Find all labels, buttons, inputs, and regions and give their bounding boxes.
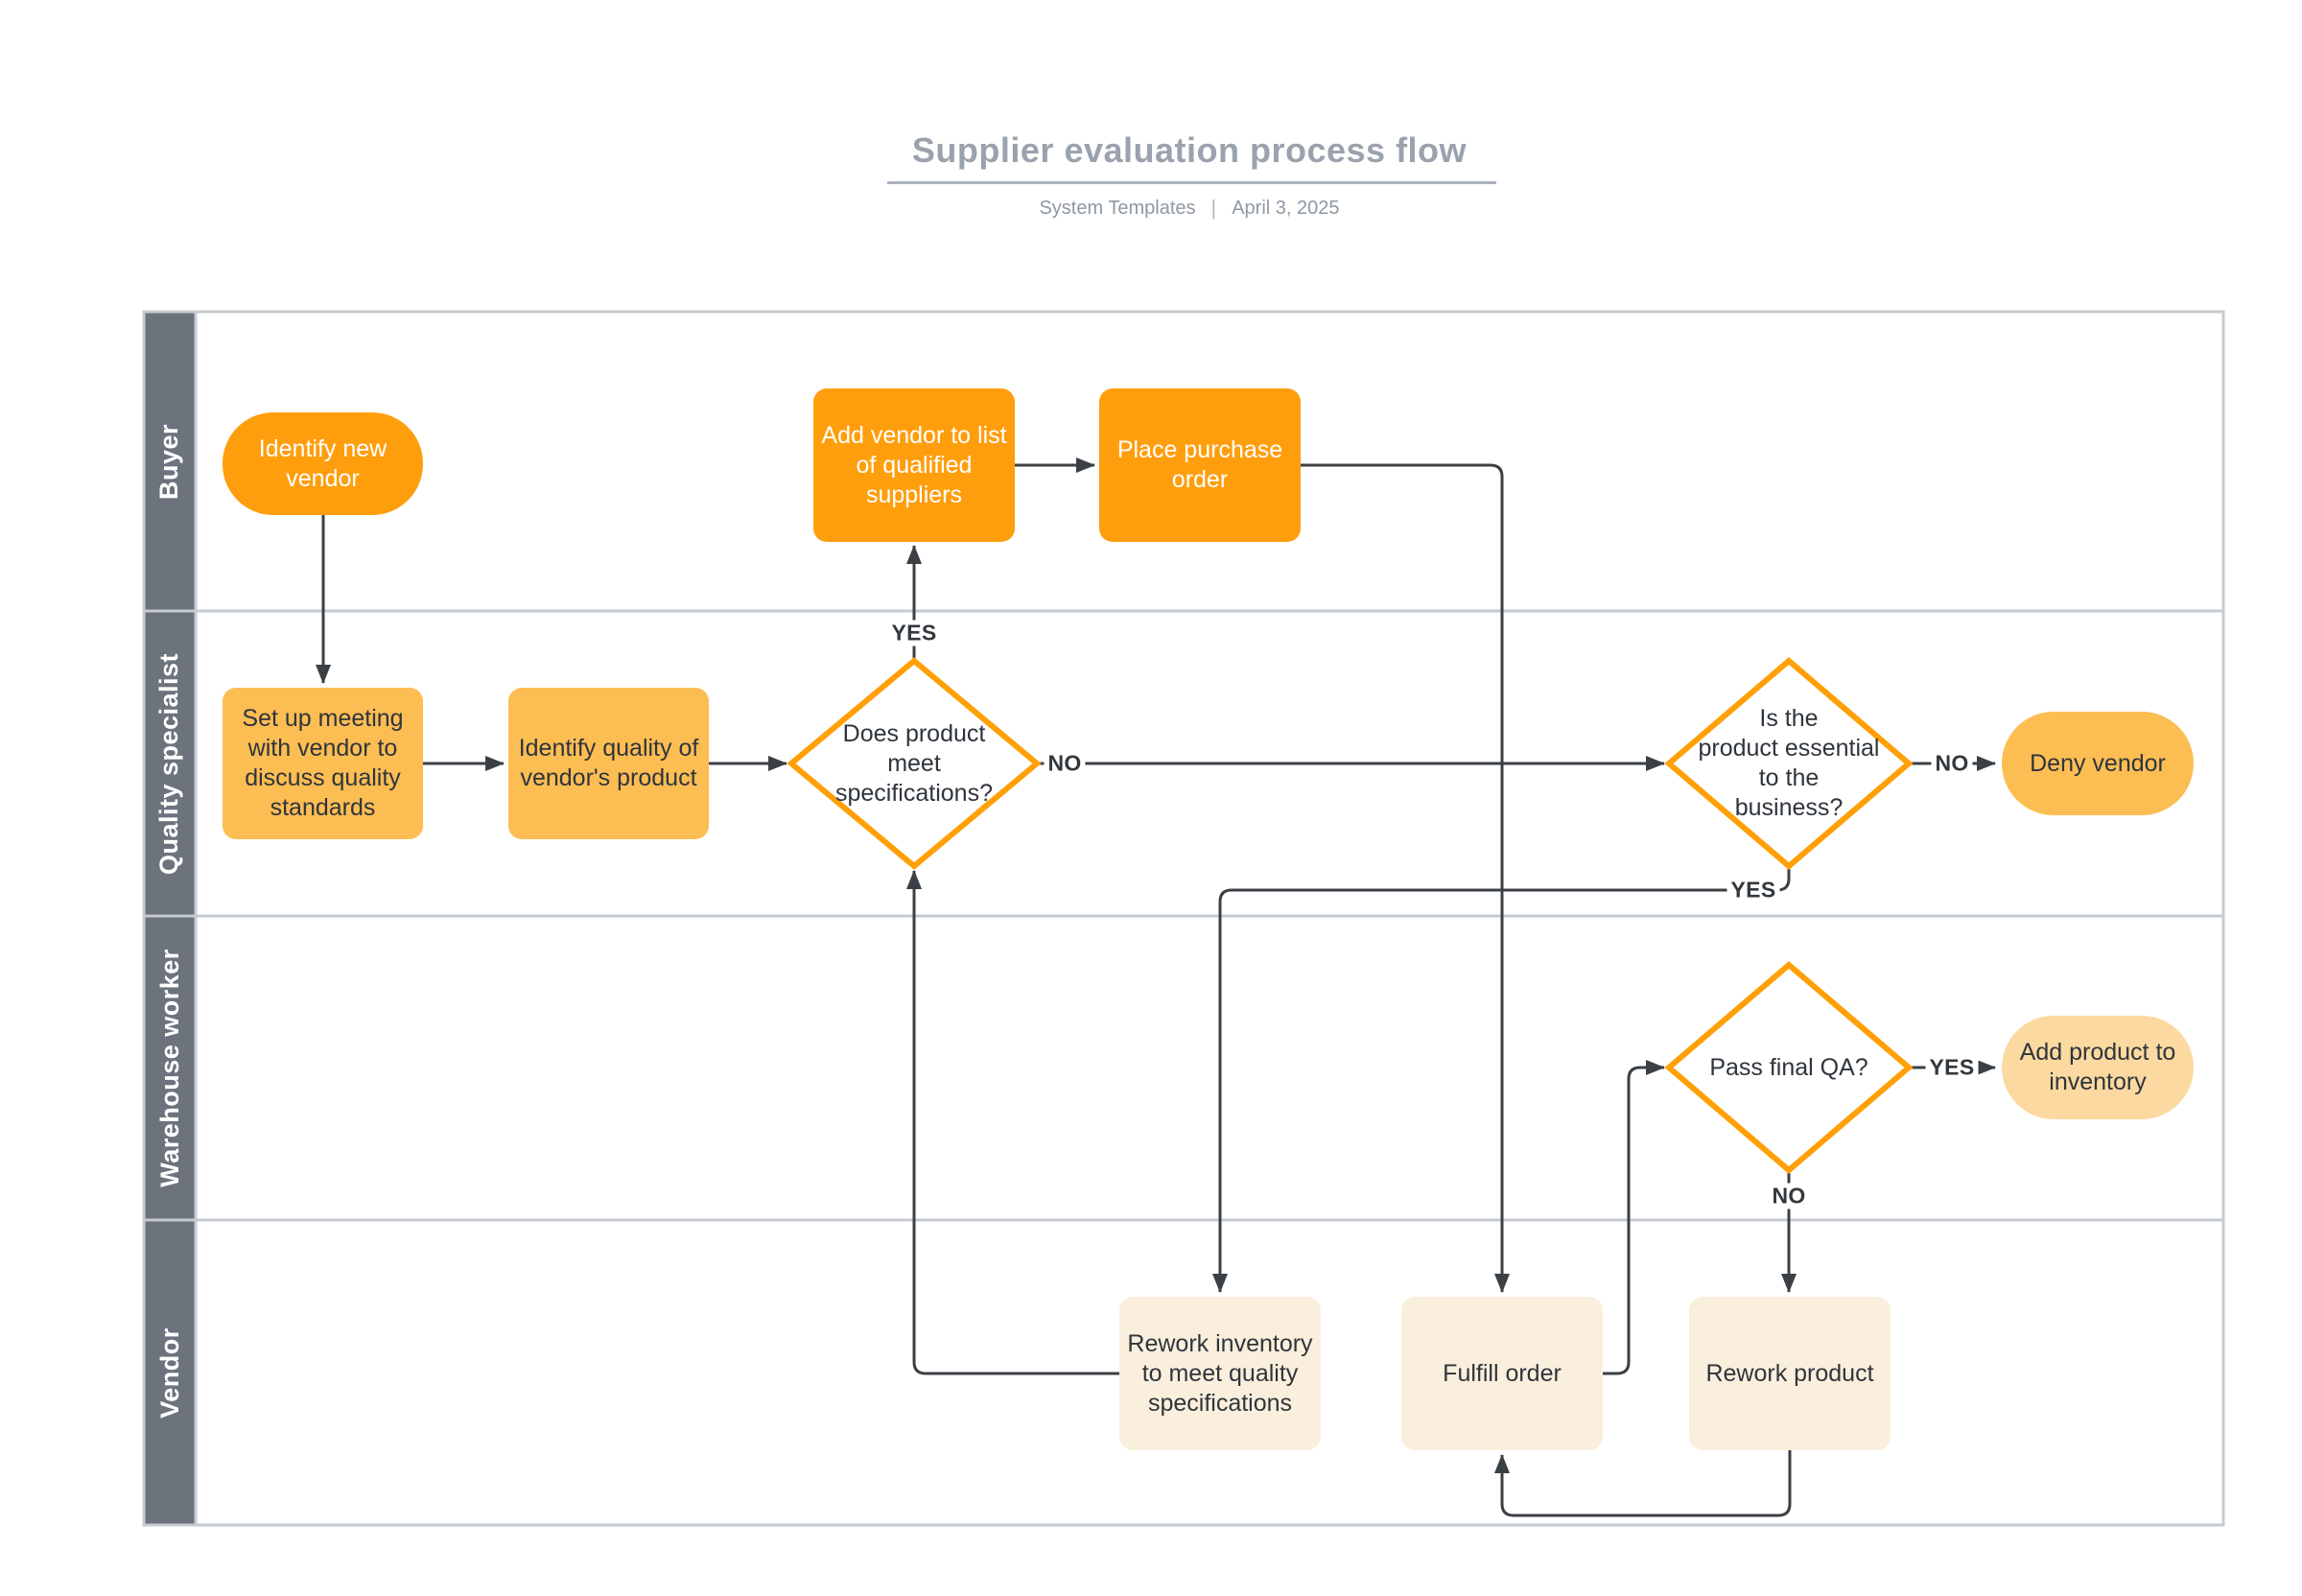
node-add-vendor-shape[interactable] <box>813 388 1015 542</box>
node-rework-inventory[interactable]: Rework inventory to meet quality specifi… <box>1127 1329 1313 1417</box>
edge-label-essential-yes: YES <box>1726 877 1780 904</box>
edge-label-meets-specs-yes: YES <box>887 620 941 646</box>
page-title: Supplier evaluation process flow <box>911 130 1468 170</box>
node-pass-qa[interactable]: Pass final QA? <box>1709 1053 1868 1081</box>
node-setup-meeting-shape[interactable] <box>223 688 423 839</box>
node-rework-product[interactable]: Rework product <box>1705 1359 1874 1387</box>
node-identify-quality[interactable]: Identify quality of vendor's product <box>518 735 699 791</box>
node-meets-specs-shape[interactable] <box>787 657 1042 870</box>
node-rework-inventory-shape[interactable] <box>1119 1297 1321 1450</box>
lane-label-quality-specialist: Quality specialist <box>154 652 184 875</box>
edge-fulfill-order-to-pass-qa <box>1603 1060 1665 1375</box>
node-pass-qa-shape[interactable] <box>1664 961 1914 1174</box>
node-place-order-shape[interactable] <box>1099 388 1301 542</box>
lane-label-buyer: Buyer <box>154 423 184 500</box>
node-setup-meeting[interactable]: Set up meeting with vendor to discuss qu… <box>242 705 404 821</box>
lane-label-warehouse-worker: Warehouse worker <box>154 949 184 1187</box>
subtitle-separator: | <box>1210 196 1217 220</box>
title-underline <box>887 181 1496 184</box>
node-identify-new-vendor[interactable]: Identify new vendor <box>258 434 388 492</box>
node-deny-vendor[interactable]: Deny vendor <box>2030 749 2166 777</box>
edge-essential-yes-to-rework-inventory <box>1212 866 1791 1293</box>
subtitle-date: April 3, 2025 <box>1232 197 1340 219</box>
node-identify-new-vendor-shape[interactable] <box>223 412 423 515</box>
subtitle: System Templates | April 3, 2025 <box>0 196 2302 221</box>
node-add-vendor[interactable]: Add vendor to list of qualified supplier… <box>821 421 1007 508</box>
node-essential[interactable]: Is the product essential to the business… <box>1698 705 1880 821</box>
edge-place-order-to-fulfill-order <box>1301 463 1510 1293</box>
edge-rework-inventory-to-meets-specs <box>906 870 1119 1375</box>
node-meets-specs[interactable]: Does product meet specifications? <box>835 719 993 807</box>
edge-label-pass-qa-yes: YES <box>1925 1054 1979 1081</box>
edge-label-pass-qa-no: NO <box>1768 1183 1810 1209</box>
node-fulfill-order-shape[interactable] <box>1401 1297 1603 1450</box>
subtitle-author: System Templates <box>1039 197 1196 219</box>
lane-header-column <box>142 310 198 1527</box>
edge-rework-product-to-fulfill-order <box>1494 1450 1792 1517</box>
lane-label-vendor: Vendor <box>154 1326 184 1419</box>
node-place-order[interactable]: Place purchase order <box>1116 436 1283 493</box>
edge-label-essential-no: NO <box>1931 750 1973 777</box>
node-add-product[interactable]: Add product to inventory <box>2019 1039 2176 1095</box>
node-deny-vendor-shape[interactable] <box>2002 712 2194 815</box>
node-essential-shape[interactable] <box>1664 657 1914 870</box>
node-identify-quality-shape[interactable] <box>508 688 709 839</box>
node-fulfill-order[interactable]: Fulfill order <box>1443 1359 1562 1387</box>
edge-label-meets-specs-no: NO <box>1044 750 1086 777</box>
node-rework-product-shape[interactable] <box>1689 1297 1891 1450</box>
node-add-product-shape[interactable] <box>2002 1016 2194 1119</box>
